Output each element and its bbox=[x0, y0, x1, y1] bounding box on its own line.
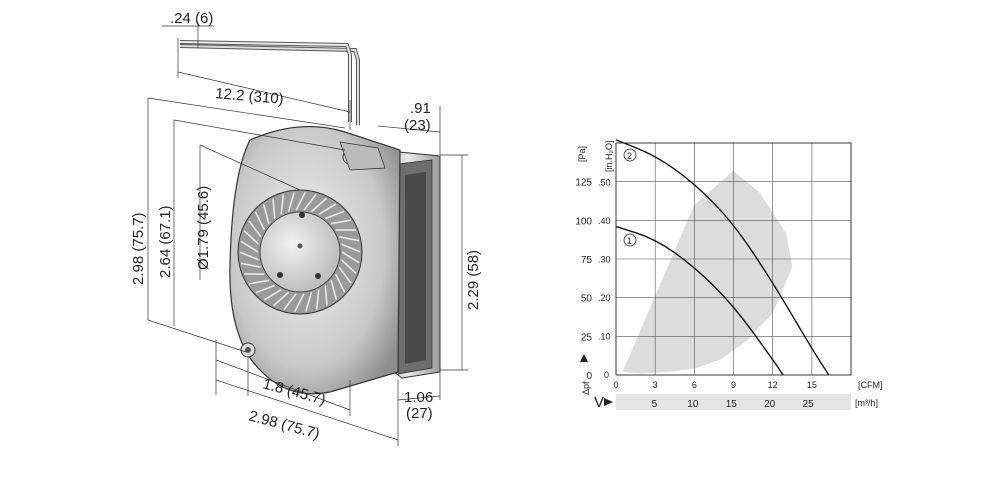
v-label: V bbox=[594, 394, 604, 411]
y-pa-ticks: 0 25 50 75 100 125 bbox=[575, 178, 592, 382]
x-m3h-tick: 25 bbox=[803, 399, 815, 410]
cable-icon bbox=[180, 42, 358, 125]
y-pa-tick: 0 bbox=[586, 371, 592, 382]
dim-hub-diameter: Ø1.79 (45.6) bbox=[195, 186, 212, 270]
dim-outlet-depth-b: (23) bbox=[404, 117, 431, 134]
y-pa-label: [Pa] bbox=[577, 146, 587, 162]
x-cfm-tick: 12 bbox=[768, 380, 778, 390]
dim-depth-a: 1.06 bbox=[404, 389, 433, 406]
y-in-tick: .30 bbox=[598, 254, 611, 264]
y-pa-tick: 50 bbox=[581, 294, 593, 305]
delta-p-label: Δpf bbox=[581, 381, 591, 395]
y-pa-tick: 100 bbox=[575, 216, 592, 227]
x-arrow-icon bbox=[604, 398, 613, 406]
x-cfm-tick: 15 bbox=[807, 380, 817, 390]
y-in-tick: .10 bbox=[598, 331, 611, 341]
dim-cable-width: .24 (6) bbox=[170, 10, 213, 27]
x-cfm-unit: [CFM] bbox=[858, 380, 883, 390]
series-2-label: 2 bbox=[627, 151, 632, 161]
x-m3h-tick: 5 bbox=[652, 399, 658, 410]
dim-depth-b: (27) bbox=[406, 405, 433, 422]
series-1-marker: 1 bbox=[624, 234, 636, 246]
x-cfm-tick: 9 bbox=[731, 380, 736, 390]
y-in-tick: .20 bbox=[598, 293, 611, 303]
y-in-tick: 0 bbox=[604, 370, 609, 380]
dim-outlet-depth-a: .91 bbox=[410, 100, 431, 117]
x-cfm-ticks: 0 3 6 9 12 15 bbox=[613, 380, 816, 390]
y-in-tick: .50 bbox=[598, 177, 611, 187]
x-m3h-tick: 20 bbox=[764, 399, 776, 410]
dim-outlet-height: 2.29 (58) bbox=[465, 250, 482, 310]
y-pa-tick: 25 bbox=[581, 332, 593, 343]
dim-width: 2.98 (75.7) bbox=[247, 407, 321, 442]
y-in-tick: .40 bbox=[598, 216, 611, 226]
series-2-marker: 2 bbox=[624, 149, 636, 161]
y-in-label: [in.H₂O] bbox=[604, 141, 614, 173]
x-m3h-tick: 10 bbox=[687, 399, 699, 410]
x-m3h-tick: 15 bbox=[726, 399, 738, 410]
y-pa-tick: 125 bbox=[575, 178, 592, 189]
y-in-ticks: .10 .20 .30 .40 .50 0 bbox=[598, 177, 611, 380]
dim-height: 2.98 (75.7) bbox=[130, 212, 147, 285]
x-m3h-unit: [m³/h] bbox=[855, 398, 878, 408]
x-cfm-tick: 0 bbox=[613, 380, 618, 390]
x-cfm-tick: 6 bbox=[692, 380, 697, 390]
impeller-icon bbox=[238, 190, 362, 314]
y-arrow-icon bbox=[580, 354, 588, 362]
dim-cable-length: 12.2 (310) bbox=[215, 85, 285, 108]
dim-mount-spacing-v: 2.64 (67.1) bbox=[157, 205, 174, 278]
y-pa-tick: 75 bbox=[581, 255, 593, 266]
series-1-label: 1 bbox=[627, 236, 632, 246]
fan-drawing: .24 (6) 12.2 (310) .91 (23) 2.98 (75.7) … bbox=[130, 10, 482, 446]
x-cfm-tick: 3 bbox=[653, 380, 658, 390]
